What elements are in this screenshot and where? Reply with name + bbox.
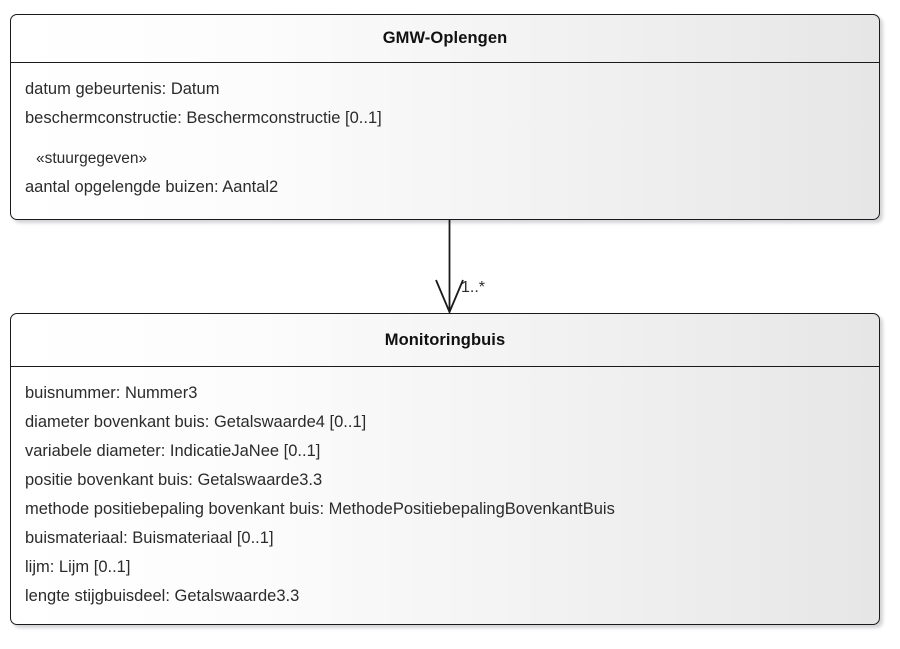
class-attribute: lijm: Lijm [0..1] xyxy=(25,558,131,576)
association-arrowhead-icon xyxy=(435,279,464,315)
class-attribute: methode positiebepaling bovenkant buis: … xyxy=(25,500,615,518)
class-attribute: buisnummer: Nummer3 xyxy=(25,384,198,402)
class-attribute: beschermconstructie: Beschermconstructie… xyxy=(25,109,382,127)
class-attributes-gmw-oplengen: datum gebeurtenis: Datum beschermconstru… xyxy=(11,63,879,202)
class-attribute: datum gebeurtenis: Datum xyxy=(25,80,220,98)
class-attribute: buismateriaal: Buismateriaal [0..1] xyxy=(25,529,274,547)
class-attribute-stereotype: «stuurgegeven» xyxy=(36,150,148,167)
multiplicity-label-target: 1..* xyxy=(461,279,486,296)
class-name-gmw-oplengen: GMW-Oplengen xyxy=(382,29,508,47)
class-attribute: variabele diameter: IndicatieJaNee [0..1… xyxy=(25,442,321,460)
class-attribute: diameter bovenkant buis: Getalswaarde4 [… xyxy=(25,413,367,431)
class-attribute: aantal opgelengde buizen: Aantal2 xyxy=(25,178,279,196)
class-attribute: lengte stijgbuisdeel: Getalswaarde3.3 xyxy=(25,587,300,605)
class-attributes-monitoringbuis: buisnummer: Nummer3 diameter bovenkant b… xyxy=(11,367,879,611)
class-attribute: positie bovenkant buis: Getalswaarde3.3 xyxy=(25,471,323,489)
class-header-monitoringbuis: Monitoringbuis xyxy=(11,314,879,367)
class-name-monitoringbuis: Monitoringbuis xyxy=(384,330,506,349)
uml-class-gmw-oplengen[interactable]: GMW-Oplengen datum gebeurtenis: Datum be… xyxy=(10,14,880,220)
uml-class-monitoringbuis[interactable]: Monitoringbuis buisnummer: Nummer3 diame… xyxy=(10,313,880,625)
class-header-gmw-oplengen: GMW-Oplengen xyxy=(11,15,879,63)
